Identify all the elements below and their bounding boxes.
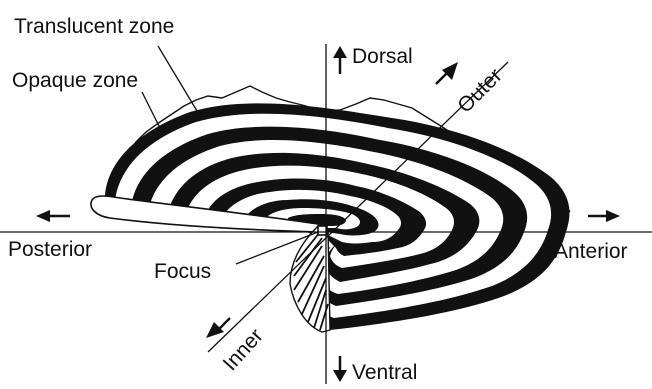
outer-label: Outer: [453, 64, 506, 117]
dorsal-label: Dorsal: [352, 45, 413, 68]
otolith-body: [91, 86, 570, 332]
posterior-arrow-icon: [36, 210, 70, 222]
outer-arrow-icon: [436, 62, 458, 84]
anterior-arrow-icon: [588, 210, 620, 222]
ventral-label: Ventral: [352, 361, 417, 384]
translucent-zone-label: Translucent zone: [14, 15, 174, 38]
opaque-zone-label: Opaque zone: [12, 69, 138, 92]
anterior-label: Anterior: [554, 240, 628, 263]
posterior-label: Posterior: [8, 238, 92, 261]
opaque-zone-leader: [142, 92, 160, 128]
ventral-arrow-icon: [333, 356, 347, 382]
inner-label: Inner: [219, 324, 268, 375]
translucent-zone-leader: [158, 46, 200, 116]
focus-label: Focus: [154, 260, 211, 283]
dorsal-arrow-icon: [333, 46, 347, 74]
